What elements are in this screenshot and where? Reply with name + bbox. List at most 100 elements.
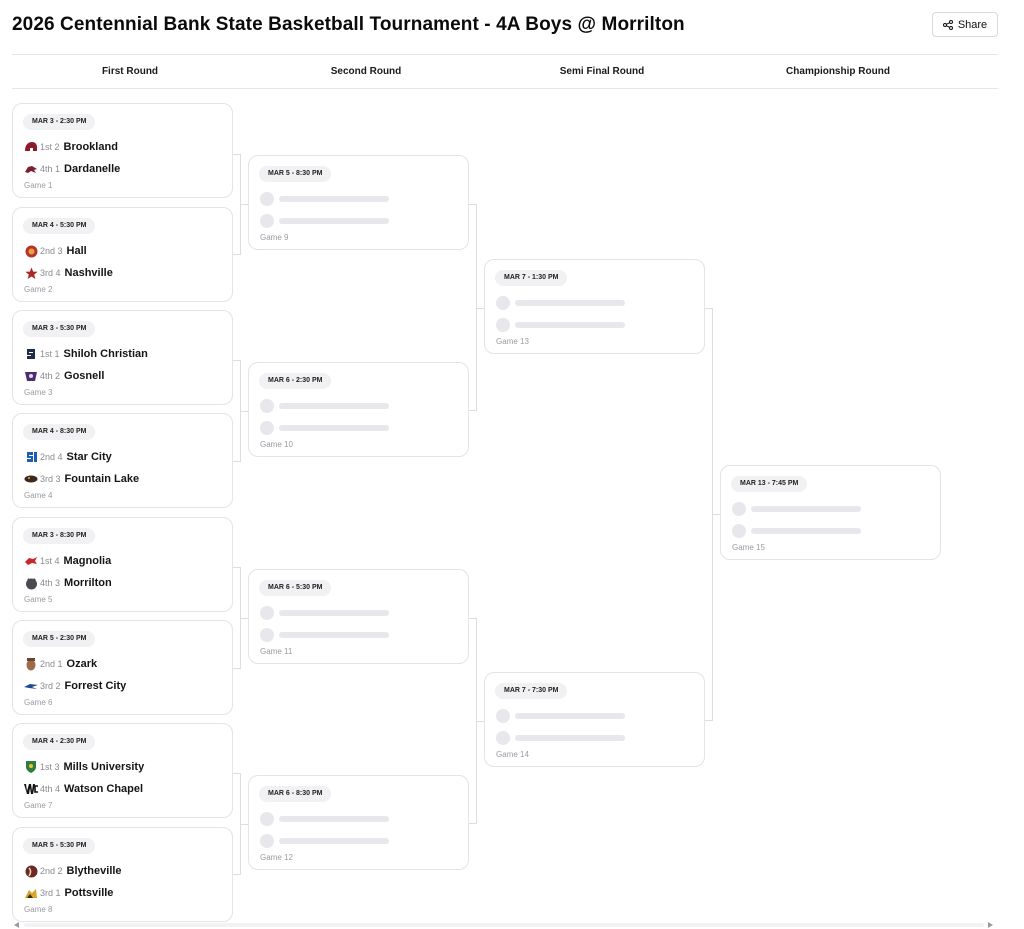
warrior-head-icon: [24, 244, 38, 258]
team-row[interactable]: 4th 4 Watson Chapel: [24, 781, 143, 797]
game-card[interactable]: MAR 7 - 1:30 PM Game 13: [484, 259, 705, 354]
game-label: Game 10: [260, 440, 293, 449]
team-placeholder: [260, 399, 389, 413]
game-card[interactable]: MAR 7 - 7:30 PM Game 14: [484, 672, 705, 767]
round-header-second: Second Round: [330, 66, 402, 77]
game-card[interactable]: MAR 4 - 8:30 PM 2nd 4 Star City 3rd 3 Fo…: [12, 413, 233, 508]
game-date: MAR 5 - 2:30 PM: [23, 631, 96, 647]
team-row[interactable]: 2nd 2 Blytheville: [24, 863, 122, 879]
team-seed: 1st 1: [40, 349, 60, 359]
scroll-left-arrow[interactable]: [14, 922, 19, 928]
game-label: Game 14: [496, 750, 529, 759]
game-label: Game 13: [496, 337, 529, 346]
team-row[interactable]: 1st 2 Brookland: [24, 139, 118, 155]
team-row[interactable]: 4th 3 Morrilton: [24, 575, 112, 591]
game-card[interactable]: MAR 6 - 5:30 PM Game 11: [248, 569, 469, 664]
team-seed: 3rd 4: [40, 268, 61, 278]
share-button[interactable]: Share: [932, 12, 998, 37]
team-row[interactable]: 4th 2 Gosnell: [24, 368, 104, 384]
game-label: Game 4: [24, 491, 53, 500]
team-name: Nashville: [64, 267, 113, 279]
team-placeholder: [260, 628, 389, 642]
sc-monogram-icon: [24, 347, 38, 361]
team-row[interactable]: 2nd 1 Ozark: [24, 656, 97, 672]
header-divider: [12, 88, 998, 89]
bracket-connector: [233, 154, 241, 255]
game-card[interactable]: MAR 5 - 2:30 PM 2nd 1 Ozark 3rd 2 Forres…: [12, 620, 233, 715]
team-row[interactable]: 1st 1 Shiloh Christian: [24, 346, 148, 362]
team-name: Pottsville: [64, 887, 114, 899]
team-row[interactable]: 2nd 4 Star City: [24, 449, 112, 465]
team-name: Shiloh Christian: [63, 348, 148, 360]
game-card[interactable]: MAR 4 - 2:30 PM 1st 3 Mills University 4…: [12, 723, 233, 818]
bracket-connector: [241, 618, 249, 619]
game-card[interactable]: MAR 5 - 5:30 PM 2nd 2 Blytheville 3rd 1 …: [12, 827, 233, 922]
team-row[interactable]: 3rd 4 Nashville: [24, 265, 113, 281]
team-row[interactable]: 2nd 3 Hall: [24, 243, 87, 259]
bracket-connector: [241, 411, 249, 412]
team-name: Forrest City: [64, 680, 127, 692]
team-row[interactable]: 1st 3 Mills University: [24, 759, 144, 775]
game-date: MAR 4 - 2:30 PM: [23, 734, 96, 750]
team-seed: 3rd 2: [40, 681, 61, 691]
team-seed: 3rd 3: [40, 474, 61, 484]
game-card[interactable]: MAR 3 - 5:30 PM 1st 1 Shiloh Christian 4…: [12, 310, 233, 405]
sc-monogram-icon: [24, 450, 38, 464]
team-placeholder: [260, 192, 389, 206]
game-card[interactable]: MAR 13 - 7:45 PM Game 15: [720, 465, 941, 560]
team-name: Blytheville: [66, 865, 122, 877]
bracket-connector: [469, 618, 477, 824]
team-row[interactable]: 3rd 1 Pottsville: [24, 885, 113, 901]
team-row[interactable]: 3rd 2 Forrest City: [24, 678, 126, 694]
team-row[interactable]: 1st 4 Magnolia: [24, 553, 111, 569]
chickasaw-icon: [24, 864, 38, 878]
game-card[interactable]: MAR 3 - 8:30 PM 1st 4 Magnolia 4th 3 Mor…: [12, 517, 233, 612]
game-date: MAR 6 - 2:30 PM: [259, 373, 332, 389]
team-seed: 1st 3: [40, 762, 60, 772]
bracket-connector: [713, 514, 721, 515]
star-icon: [24, 266, 38, 280]
game-card[interactable]: MAR 6 - 8:30 PM Game 12: [248, 775, 469, 870]
horizontal-scrollbar[interactable]: [24, 923, 984, 927]
team-name: Mills University: [63, 761, 145, 773]
game-label: Game 7: [24, 801, 53, 810]
bracket-connector: [233, 773, 241, 875]
team-name: Morrilton: [64, 577, 112, 589]
game-date: MAR 6 - 5:30 PM: [259, 580, 332, 596]
devil-dog-icon: [24, 576, 38, 590]
team-seed: 2nd 2: [40, 866, 63, 876]
team-seed: 4th 1: [40, 164, 61, 174]
scroll-right-arrow[interactable]: [988, 922, 993, 928]
team-placeholder: [496, 731, 625, 745]
game-card[interactable]: MAR 4 - 5:30 PM 2nd 3 Hall 3rd 4 Nashvil…: [12, 207, 233, 302]
team-seed: 1st 4: [40, 556, 60, 566]
team-placeholder: [260, 421, 389, 435]
game-date: MAR 4 - 5:30 PM: [23, 218, 96, 234]
team-seed: 2nd 3: [40, 246, 63, 256]
game-date: MAR 13 - 7:45 PM: [731, 476, 808, 492]
game-date: MAR 3 - 8:30 PM: [23, 528, 96, 544]
wc-monogram-icon: [24, 782, 38, 796]
game-card[interactable]: MAR 5 - 8:30 PM Game 9: [248, 155, 469, 250]
team-name: Brookland: [63, 141, 118, 153]
helmet-icon: [24, 140, 38, 154]
team-row[interactable]: 4th 1 Dardanelle: [24, 161, 120, 177]
round-header-championship: Championship Round: [786, 66, 890, 77]
apache-icon: [24, 886, 38, 900]
game-card[interactable]: MAR 6 - 2:30 PM Game 10: [248, 362, 469, 457]
round-header-semi: Semi Final Round: [559, 66, 645, 77]
sand-lizard-icon: [24, 162, 38, 176]
bracket-connector: [241, 824, 249, 825]
game-label: Game 1: [24, 181, 53, 190]
team-row[interactable]: 3rd 3 Fountain Lake: [24, 471, 139, 487]
team-seed: 4th 2: [40, 371, 61, 381]
team-placeholder: [260, 834, 389, 848]
game-label: Game 15: [732, 543, 765, 552]
bracket-connector: [477, 721, 485, 722]
team-placeholder: [496, 296, 625, 310]
team-placeholder: [260, 214, 389, 228]
team-placeholder: [260, 812, 389, 826]
game-card[interactable]: MAR 3 - 2:30 PM 1st 2 Brookland 4th 1 Da…: [12, 103, 233, 198]
header-divider: [12, 54, 998, 55]
game-label: Game 12: [260, 853, 293, 862]
